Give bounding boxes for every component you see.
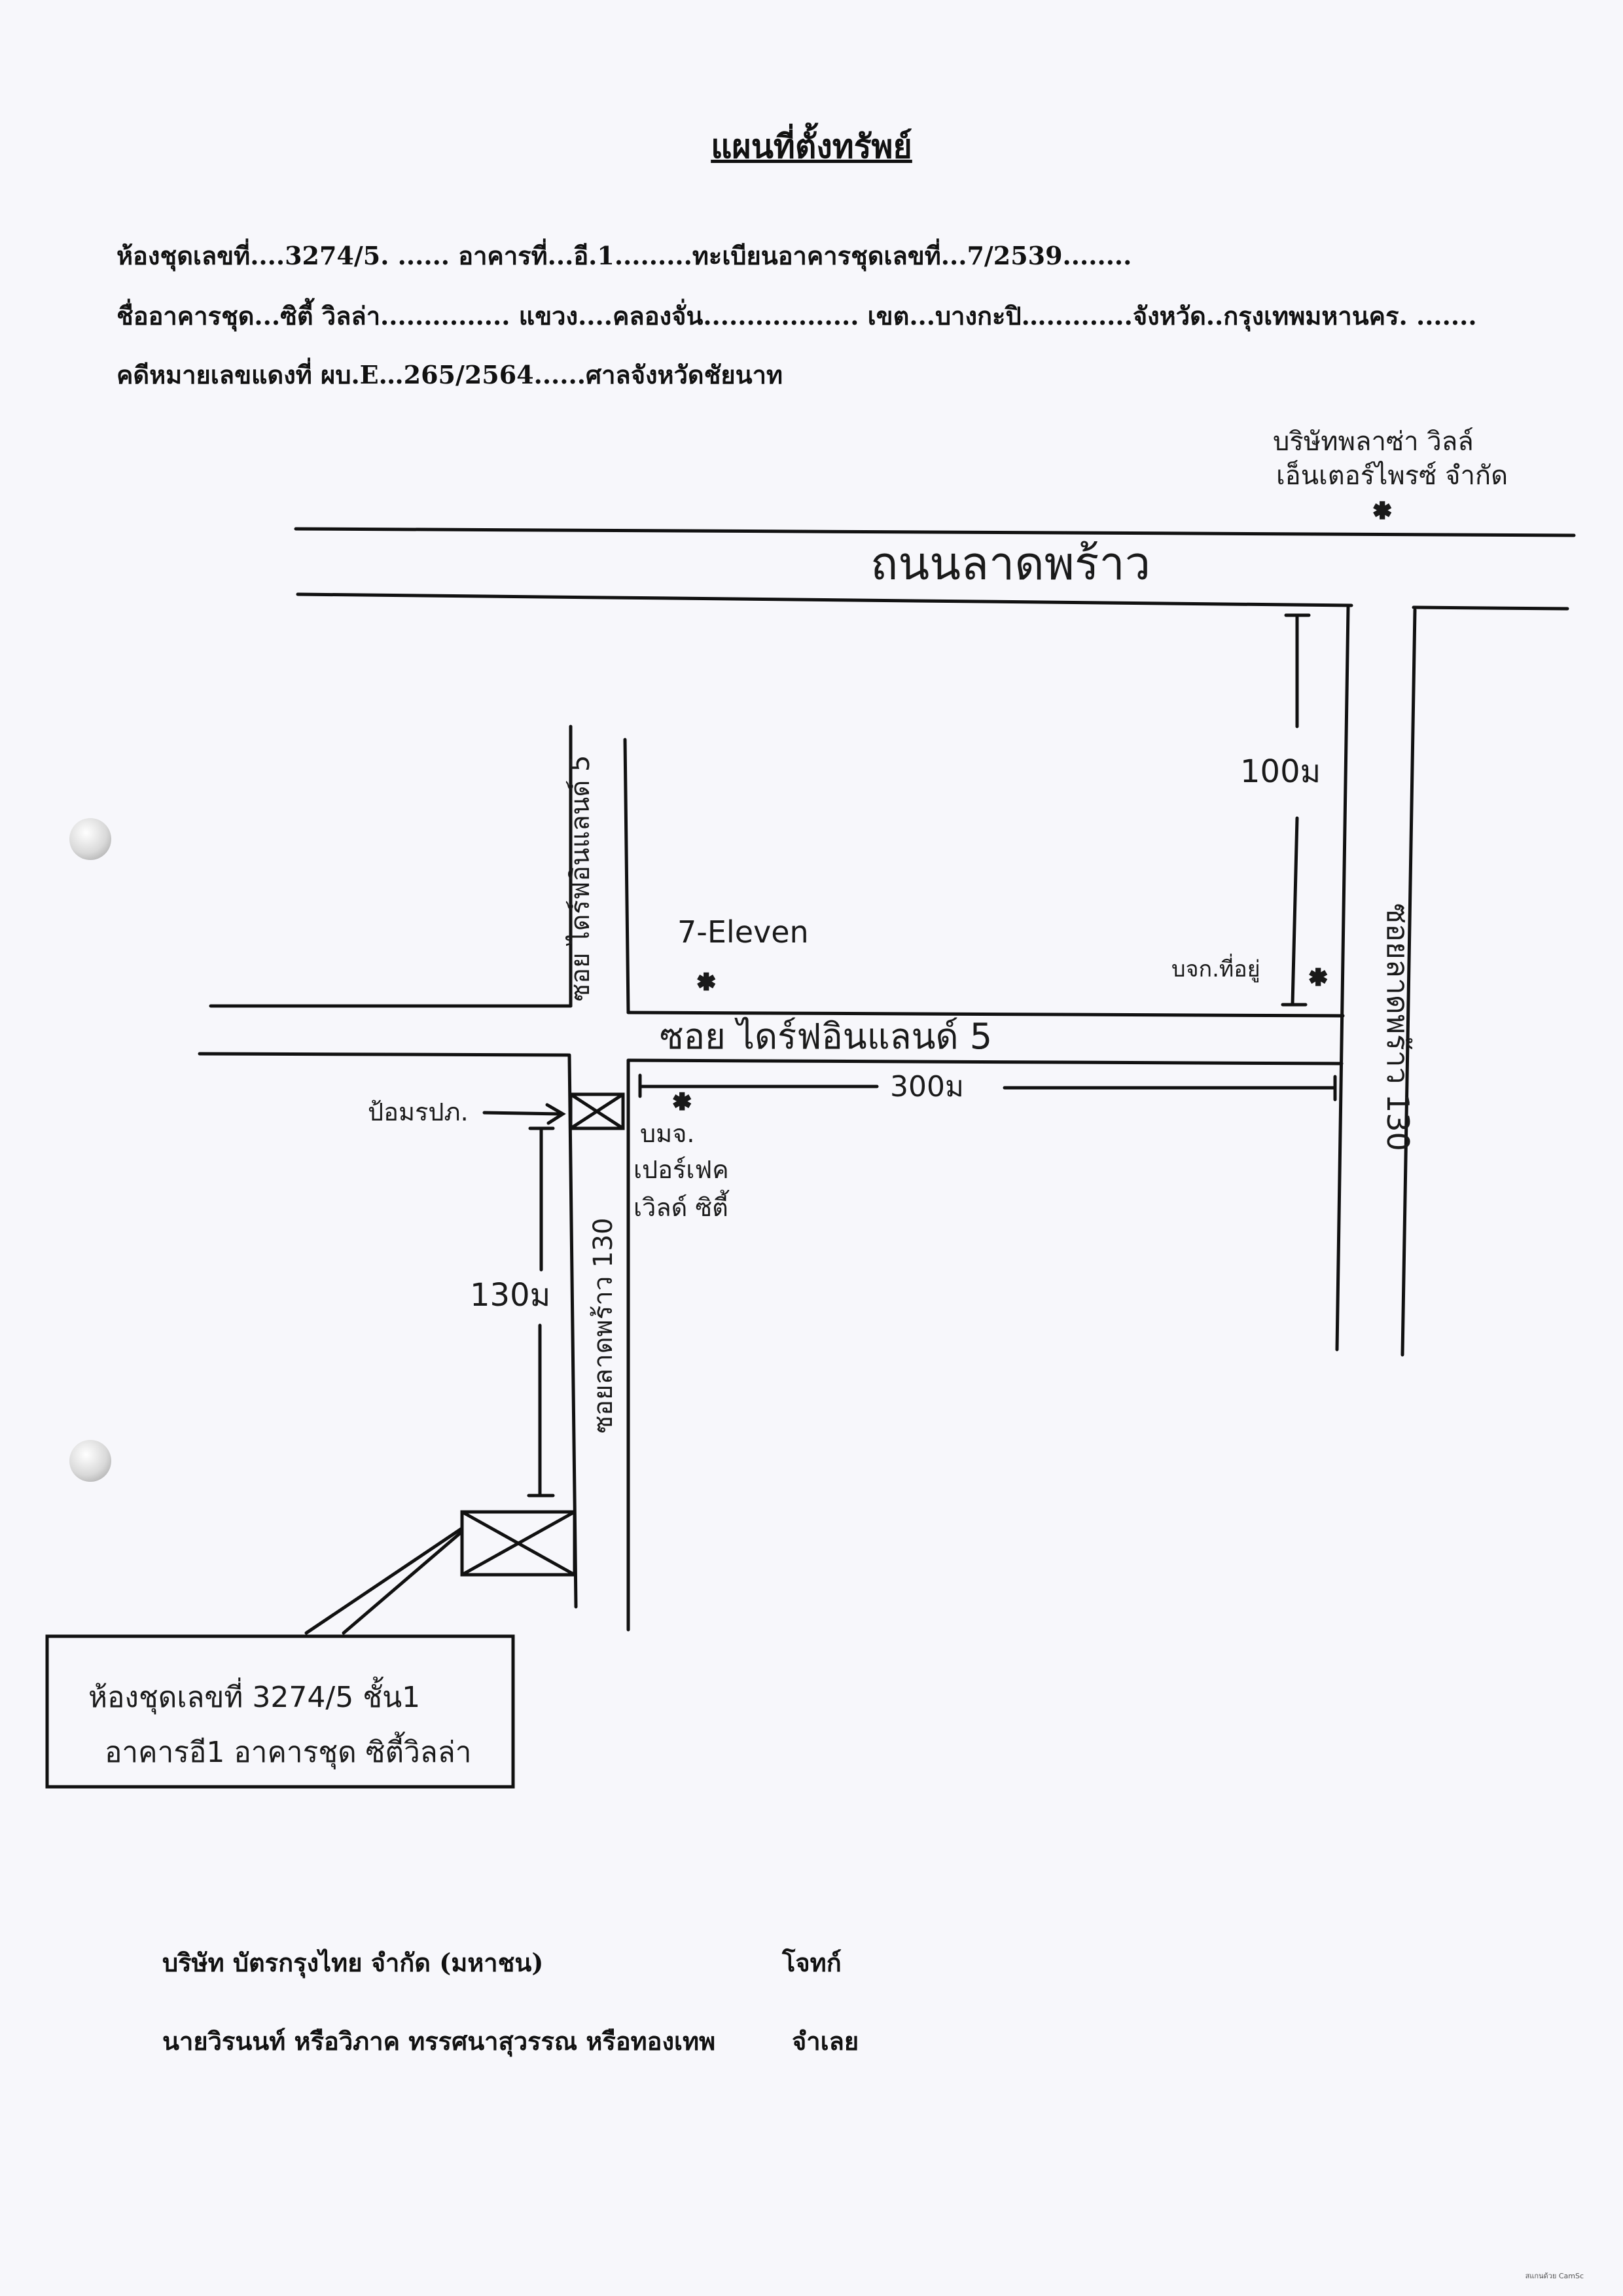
star-icon: ✱ (697, 969, 716, 996)
unit-callout-line1: ห้องชุดเลขที่ 3274/5 ชั้น1 (88, 1676, 420, 1715)
soi-horizontal-label: ซอย ไดร์ฟอินแลนด์ 5 (660, 1016, 992, 1057)
unit-callout-box (45, 1634, 515, 1789)
main-road-label: ถนนลาดพร้าว (870, 537, 1150, 590)
police-box-label: ป้อมรปภ. (368, 1098, 469, 1126)
plaintiff-role: โจทก์ (782, 1948, 842, 1977)
main-road-bottom-edge (296, 592, 1353, 607)
condo-name-line1: เปอร์เฟค (633, 1155, 729, 1184)
punch-hole-bottom (69, 1440, 111, 1482)
distance-300m: 300ม (890, 1070, 964, 1103)
vertical-soi-right-edge (623, 738, 630, 1014)
star-icon: ✱ (673, 1089, 692, 1115)
soi-horizontal-bottom-edge (198, 1052, 570, 1057)
landmark-top-right-line2: เอ็นเตอร์ไพรซ์ จำกัด (1276, 459, 1508, 491)
unit-location-marker (460, 1510, 577, 1577)
scanner-watermark: สแกนด้วย CamSc (1525, 2272, 1584, 2280)
defendant-role: จำเลย (792, 2026, 859, 2056)
police-box-marker (569, 1092, 625, 1130)
soi-right-label: ซอยลาดพร้าว 130 (1380, 903, 1416, 1151)
distance-100m: 100ม (1240, 753, 1321, 790)
unit-callout-line2: อาคารอี1 อาคารชุด ซิตี้วิลล่า (105, 1731, 471, 1770)
star-icon: ✱ (1373, 498, 1392, 524)
soi-lower-label: ซอยลาดพร้าว 130 (588, 1218, 618, 1433)
post-office-label: บจก.ที่อยู่ (1171, 954, 1260, 982)
header-building-line: ชื่ออาคารชุด...ซิตี้ วิลล่า.............… (116, 301, 1477, 331)
plaintiff-name: บริษัท บัตรกรุงไทย จำกัด (มหาชน) (162, 1948, 544, 1977)
punch-hole-top (69, 818, 111, 860)
right-soi-right-edge (1400, 608, 1417, 1357)
star-icon: ✱ (1309, 965, 1328, 991)
condo-name-line2: เวิลด์ ซิตี้ (633, 1189, 730, 1222)
header-unit-line: ห้องชุดเลขที่....3274/5. ...... อาคารที่… (116, 241, 1132, 270)
defendant-name: นายวิรนนท์ หรือวิภาค ทรรศนาสุวรรณ หรือทอ… (162, 2026, 716, 2056)
header-case-line: คดีหมายเลขแดงที่ ผบ.E…265/2564......ศาลจ… (116, 360, 783, 389)
soi-vertical-left-label: ซอย ไดร์ฟอินแลนด์ 5 (565, 755, 596, 1001)
page-title: แผนที่ตั้งทรัพย์ (711, 127, 912, 166)
distance-130m: 130ม (470, 1277, 550, 1314)
right-soi-left-edge (1335, 605, 1350, 1352)
seven-eleven-label: 7-Eleven (677, 914, 809, 950)
main-road-top-edge (294, 527, 1576, 537)
landmark-top-right-line1: บริษัทพลาซ่า วิลล์ (1273, 427, 1474, 457)
condo-marker-label: บมจ. (640, 1119, 695, 1148)
